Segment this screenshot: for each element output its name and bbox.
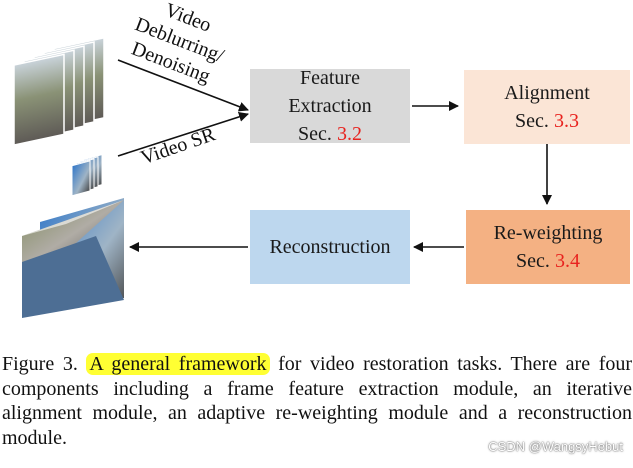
reweighting-sec-prefix: Sec. (516, 250, 555, 272)
reweighting-sec-ref: 3.4 (554, 250, 580, 272)
video-sr-label: Video SR (138, 123, 219, 169)
feature-sec-ref: 3.2 (336, 123, 362, 145)
feature-extraction-box: Feature Extraction Sec. 3.2 (250, 67, 410, 145)
feature-box-line2: Extraction (288, 95, 372, 117)
diagram-canvas: Video Deblurring/ Denoising Video SR (13, 0, 552, 318)
alignment-sec-ref: 3.3 (553, 110, 579, 132)
restored-output-frames (22, 198, 124, 318)
alignment-sec-prefix: Sec. (515, 110, 554, 132)
framework-diagram: Video Deblurring/ Denoising Video SR Fea… (13, 0, 630, 318)
deblur-input-arrow (117, 59, 249, 112)
caption-prefix: Figure 3. (2, 353, 87, 375)
deblur-label: Video Deblurring/ Denoising (129, 0, 228, 88)
reweighting-box-line1: Re-weighting (493, 222, 603, 244)
feature-box-line1: Feature (300, 67, 360, 89)
low-res-frame-stack (71, 154, 103, 197)
watermark: CSDN @WangsyHebut (488, 439, 623, 454)
alignment-box: Alignment Sec. 3.3 (464, 70, 630, 144)
blurry-frame-stack (13, 36, 105, 146)
alignment-box-section: Sec. 3.3 (515, 107, 579, 135)
feature-sec-prefix: Sec. (298, 123, 337, 145)
reweighting-box-section: Sec. 3.4 (516, 247, 580, 275)
reweighting-box: Re-weighting Sec. 3.4 (466, 210, 630, 284)
caption-highlight: A general framework (86, 353, 270, 375)
alignment-box-line1: Alignment (504, 82, 590, 104)
caption-rest: for video restoration tasks. There are f… (2, 353, 633, 449)
reconstruction-box: Reconstruction (250, 210, 410, 284)
feature-box-section: Sec. 3.2 (298, 120, 362, 148)
figure-caption: Figure 3. A general framework for video … (2, 352, 632, 450)
reconstruction-box-line1: Reconstruction (269, 236, 391, 258)
sr-input-arrow (117, 112, 249, 157)
